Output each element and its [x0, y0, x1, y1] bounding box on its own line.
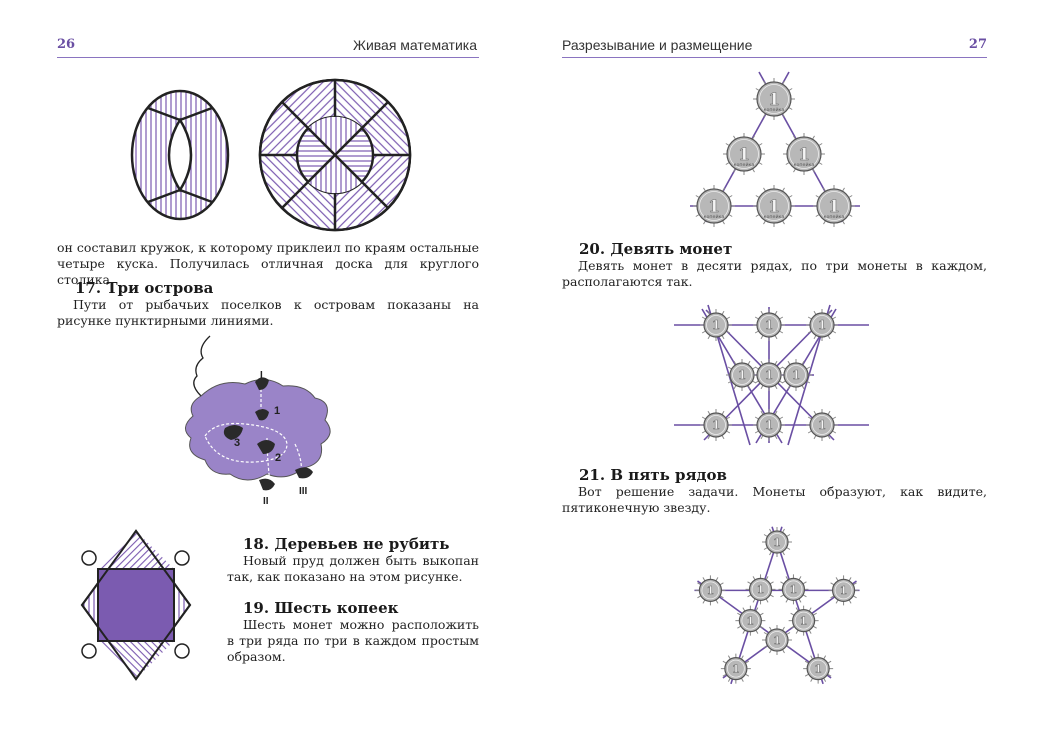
problem-21-text: Вот решение задачи. Монеты образуют, как…: [562, 484, 987, 515]
coin-numeral: 1: [792, 368, 800, 382]
problem-20-title: 20. Девять монет: [579, 240, 733, 258]
coin-numeral: 1: [757, 583, 765, 596]
coin-numeral: 1: [840, 584, 848, 597]
coin-numeral: 1: [818, 418, 826, 432]
coin-numeral: 1: [732, 662, 740, 675]
islands-map-figure: 1 2 3 I II III: [185, 335, 331, 507]
left-page: 26 Живая математика: [0, 0, 522, 733]
intro-paragraph: он составил кружок, к которому приклеил …: [57, 240, 479, 287]
coin-word: копейка: [764, 106, 785, 113]
coin-numeral: 1: [768, 197, 780, 217]
coin: 1: [788, 605, 819, 636]
coin: 1: [806, 309, 838, 341]
problem-19-text: Шесть монет можно расположить в три ряда…: [227, 617, 479, 664]
running-title-right: Разрезывание и размещение: [562, 37, 753, 53]
coin: 1: [828, 575, 859, 606]
coin-numeral: 1: [712, 318, 720, 332]
page-number-left: 26: [57, 37, 76, 52]
coin-numeral: 1: [707, 584, 715, 597]
tree-top-left: [81, 550, 97, 566]
tree-bottom-right: [174, 643, 190, 659]
five-rows-star-figure: 1 1 1 1 1 1 1 1 1 1: [694, 526, 860, 685]
coin-numeral: 1: [738, 368, 746, 382]
coin-word: копейка: [764, 213, 785, 220]
running-title-left: Живая математика: [353, 37, 477, 53]
problem-19-title: 19. Шесть копеек: [243, 599, 399, 617]
coin-numeral: 1: [800, 615, 808, 628]
coin-numeral: 1: [738, 145, 750, 165]
tree-bottom-left: [81, 643, 97, 659]
coin-numeral: 1: [773, 634, 781, 647]
coin-word: копейка: [704, 213, 725, 220]
coin: 1: [700, 409, 732, 441]
coin-numeral: 1: [814, 662, 822, 675]
coin-numeral: 1: [828, 197, 840, 217]
coin: 1: [762, 527, 792, 557]
coin-numeral: 1: [818, 318, 826, 332]
coin-numeral: 1: [747, 615, 755, 628]
coin: 1: [753, 309, 785, 341]
coin-numeral: 1: [773, 536, 781, 549]
problem-18-text: Новый пруд должен быть выкопан так, как …: [227, 553, 479, 584]
header-rule-left: [57, 57, 479, 58]
coin: 1: [720, 653, 751, 684]
oval-board: [130, 89, 230, 221]
coin: 1: [700, 309, 732, 341]
tree-top-right: [174, 550, 190, 566]
village-label-I: I: [260, 370, 263, 381]
coin-numeral: 1: [768, 90, 780, 110]
coin: 1: [726, 359, 758, 391]
problem-18-title: 18. Деревьев не рубить: [243, 535, 450, 553]
coin: 1: [803, 653, 834, 684]
problem-17-text: Пути от рыбачьих поселков к островам пок…: [57, 297, 479, 328]
coin-numeral: 1: [765, 318, 773, 332]
six-coins-triangle-figure: 1копейка1копейка1копейка1копейка1копейка…: [690, 71, 860, 227]
coin: 1: [780, 359, 812, 391]
coin-numeral: 1: [765, 368, 773, 382]
village-label-III: III: [299, 486, 308, 497]
coin-word: копейка: [794, 161, 815, 168]
coin-numeral: 1: [798, 145, 810, 165]
coin: 1: [735, 605, 766, 636]
coin: 1: [806, 409, 838, 441]
round-board: [258, 78, 412, 232]
coin-numeral: 1: [765, 418, 773, 432]
coin: 1: [695, 575, 726, 606]
table-boards-figure: [130, 78, 412, 232]
coin-word: копейка: [734, 161, 755, 168]
coin: 1: [745, 574, 776, 605]
coin: 1: [753, 359, 785, 391]
island-label-1: 1: [274, 405, 280, 417]
pond-figure: [80, 529, 192, 681]
coin-numeral: 1: [712, 418, 720, 432]
coin-numeral: 1: [790, 583, 798, 596]
village-label-II: II: [263, 496, 269, 507]
island-label-3: 3: [234, 437, 240, 449]
nine-coins-figure: 1 1 1 1 1 1 1 1 1: [674, 304, 869, 446]
problem-17-title: 17. Три острова: [75, 279, 214, 297]
coin-numeral: 1: [708, 197, 720, 217]
pond: [97, 568, 175, 642]
page-number-right: 27: [968, 37, 987, 52]
coin: 1: [762, 625, 792, 655]
island-lake: [185, 379, 331, 481]
coin: 1: [778, 574, 809, 605]
coin: 1: [753, 409, 785, 441]
problem-21-title: 21. В пять рядов: [579, 466, 727, 484]
problem-20-text: Девять монет в десяти рядах, по три моне…: [562, 258, 987, 289]
coin-word: копейка: [824, 213, 845, 220]
island-label-2: 2: [275, 452, 281, 464]
header-rule-right: [562, 57, 987, 58]
